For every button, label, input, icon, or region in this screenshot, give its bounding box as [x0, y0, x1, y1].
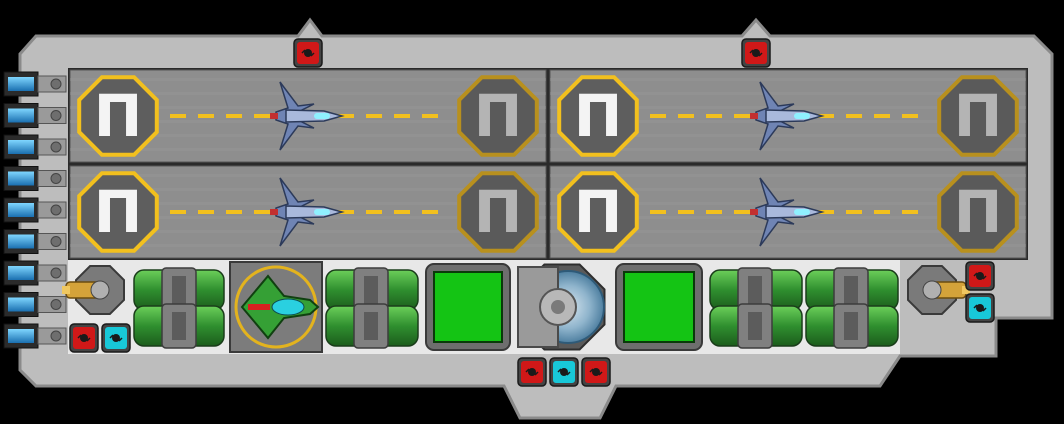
- red-pip-icon[interactable]: [293, 38, 323, 68]
- system-armor-plate[interactable]: [425, 263, 511, 351]
- pad-glyph: Π: [474, 178, 523, 246]
- fighter-ship-icon[interactable]: [750, 81, 825, 151]
- pad-glyph: Π: [574, 82, 623, 150]
- thruster-icon: [3, 260, 67, 286]
- turret-icon: [62, 265, 125, 315]
- system-armor-plate[interactable]: [615, 263, 703, 351]
- pad-glyph: Π: [574, 178, 623, 246]
- pip-group-top-right: [741, 38, 771, 68]
- thruster-column: [3, 71, 67, 349]
- system-fuel-tanks[interactable]: [325, 267, 419, 349]
- landing-pad-right[interactable]: Π: [457, 171, 539, 253]
- red-pip-icon[interactable]: [965, 261, 995, 291]
- reactor-icon: [517, 263, 606, 351]
- fighter-ship-icon[interactable]: [270, 177, 345, 247]
- thruster-icon: [3, 197, 67, 223]
- cyan-pip-icon[interactable]: [101, 323, 131, 353]
- thruster-icon: [3, 71, 67, 97]
- system-reactor-core[interactable]: [517, 263, 606, 351]
- pad-glyph: Π: [94, 82, 143, 150]
- thruster-icon: [3, 292, 67, 317]
- thruster-icon: [3, 323, 67, 349]
- system-fuel-tanks[interactable]: [805, 267, 899, 349]
- system-gun-turret[interactable]: [907, 265, 970, 315]
- red-pip-icon[interactable]: [517, 357, 547, 387]
- fighter-ship-icon[interactable]: [270, 81, 345, 151]
- thruster-icon: [3, 134, 67, 160]
- pad-glyph: Π: [474, 82, 523, 150]
- launch-pad-left[interactable]: Π: [557, 171, 639, 253]
- landing-pad-right[interactable]: Π: [937, 171, 1019, 253]
- power-pips: [69, 38, 995, 387]
- cyan-pip-icon[interactable]: [965, 293, 995, 323]
- landing-pad-right[interactable]: Π: [937, 75, 1019, 157]
- launch-pad-left[interactable]: Π: [77, 75, 159, 157]
- pip-group-bottom-center: [517, 357, 611, 387]
- thruster-icon: [3, 103, 67, 128]
- system-fuel-tanks[interactable]: [709, 267, 803, 349]
- thruster-icon: [3, 166, 67, 191]
- launch-pad-left[interactable]: Π: [557, 75, 639, 157]
- systems-row: [62, 261, 970, 353]
- red-pip-icon[interactable]: [741, 38, 771, 68]
- system-bomber-bay[interactable]: [229, 261, 323, 353]
- pad-glyph: Π: [954, 82, 1003, 150]
- armor-icon: [425, 263, 511, 351]
- system-fuel-tanks[interactable]: [133, 267, 225, 349]
- cyan-pip-icon[interactable]: [549, 357, 579, 387]
- turret-icon: [907, 265, 970, 315]
- pip-group-right: [965, 261, 995, 323]
- fighter-ship-icon[interactable]: [750, 177, 825, 247]
- pip-group-top-left: [293, 38, 323, 68]
- red-pip-icon[interactable]: [581, 357, 611, 387]
- launch-pad-left[interactable]: Π: [77, 171, 159, 253]
- fuel-tank-icon: [805, 267, 899, 349]
- fuel-tank-icon: [133, 267, 225, 349]
- pip-group-bottom-left: [69, 323, 131, 353]
- fuel-tank-icon: [325, 267, 419, 349]
- pad-glyph: Π: [954, 178, 1003, 246]
- landing-pad-right[interactable]: Π: [457, 75, 539, 157]
- red-pip-icon[interactable]: [69, 323, 99, 353]
- system-gun-turret[interactable]: [62, 265, 125, 315]
- armor-icon: [615, 263, 703, 351]
- fuel-tank-icon: [709, 267, 803, 349]
- thruster-icon: [3, 229, 67, 254]
- pad-glyph: Π: [94, 178, 143, 246]
- bomber-icon: [229, 261, 323, 353]
